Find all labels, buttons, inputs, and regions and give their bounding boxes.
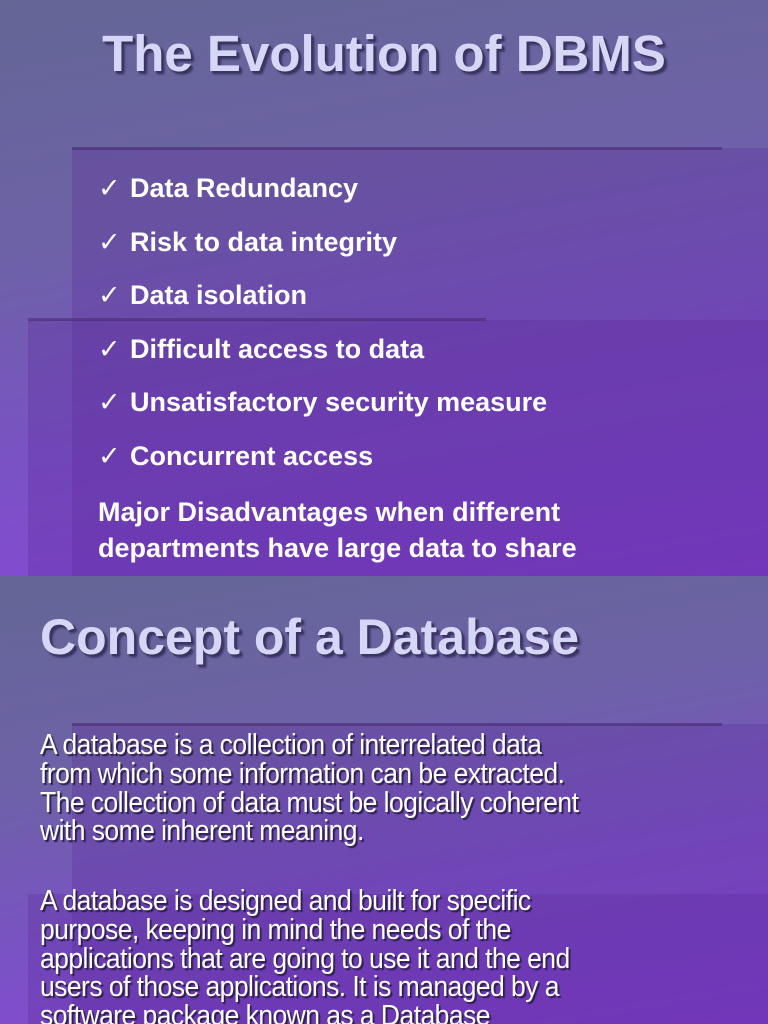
background-panel [28, 894, 768, 1024]
item-text: Risk to data integrity [130, 226, 398, 257]
checkmark-icon: ✓ [98, 387, 121, 417]
checkmark-icon: ✓ [98, 173, 121, 203]
checkmark-icon: ✓ [98, 440, 121, 471]
panel-divider [28, 318, 486, 321]
list-item: ✓ Concurrent access [98, 438, 547, 492]
purpose-paragraph: A database is designed and built for spe… [40, 885, 570, 1024]
checkmark-icon: ✓ [98, 333, 121, 364]
panel-divider [72, 147, 722, 150]
slide-title: Concept of a Database [40, 609, 580, 665]
item-text: Data Redundancy [130, 173, 359, 203]
list-item: ✓ Difficult access to data [98, 331, 547, 385]
background-panel [72, 724, 768, 1024]
list-item: ✓ Data Redundancy [98, 170, 547, 224]
background-panel [72, 148, 768, 576]
list-item: ✓ Risk to data integrity [98, 224, 547, 278]
checkmark-icon: ✓ [98, 280, 121, 310]
item-text: Unsatisfactory security measure [130, 387, 548, 417]
list-item: ✓ Unsatisfactory security measure [98, 384, 547, 438]
slide-title: The Evolution of DBMS [102, 25, 666, 82]
item-text: Data isolation [130, 280, 308, 310]
checkmark-icon: ✓ [98, 226, 121, 257]
item-text: Concurrent access [130, 440, 374, 471]
summary-note: Major Disadvantages when different depar… [98, 497, 577, 563]
disadvantages-list: ✓ Data Redundancy ✓ Risk to data integrity… [98, 170, 547, 491]
slide-evolution-of-dbms: The Evolution of DBMS ✓ Data Redundancy ✓… [0, 0, 768, 576]
list-item: ✓ Data isolation [98, 277, 547, 331]
background-panel [28, 320, 768, 576]
item-text: Difficult access to data [130, 333, 425, 364]
definition-paragraph: A database is a collection of interrelat… [40, 729, 579, 848]
slide-concept-of-database: Concept of a Database A database is a co… [0, 576, 768, 1024]
panel-divider [72, 723, 722, 726]
